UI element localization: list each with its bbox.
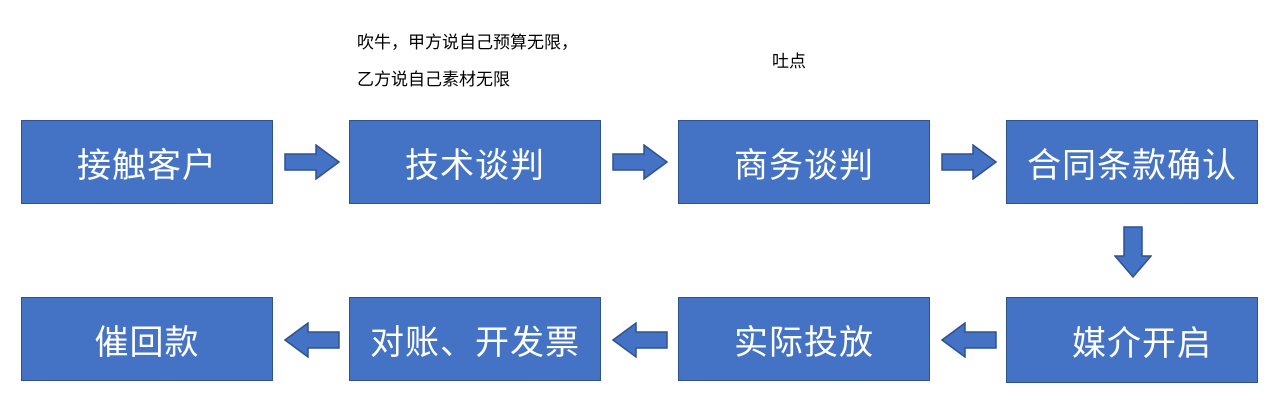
arrow-left-icon (612, 322, 668, 358)
step-collection: 催回款 (21, 297, 273, 381)
step-media-launch: 媒介开启 (1006, 297, 1258, 383)
arrow-right-icon (284, 144, 340, 180)
step-reconciliation-invoice: 对账、开发票 (349, 297, 601, 381)
arrow-down-icon (1114, 226, 1152, 278)
step-contact-customer: 接触客户 (21, 120, 273, 204)
arrow-left-icon (941, 322, 997, 358)
arrow-left-icon (284, 322, 340, 358)
note-technical-line1: 吹牛，甲方说自己预算无限， (357, 33, 578, 53)
step-business-negotiation: 商务谈判 (678, 120, 930, 204)
arrow-right-icon (612, 144, 668, 180)
note-business: 吐点 (772, 52, 806, 72)
arrow-right-icon (941, 144, 997, 180)
note-technical-line2: 乙方说自己素材无限 (357, 70, 510, 90)
step-contract-confirmation: 合同条款确认 (1006, 120, 1258, 204)
step-technical-negotiation: 技术谈判 (349, 120, 601, 204)
step-actual-delivery: 实际投放 (678, 297, 930, 381)
